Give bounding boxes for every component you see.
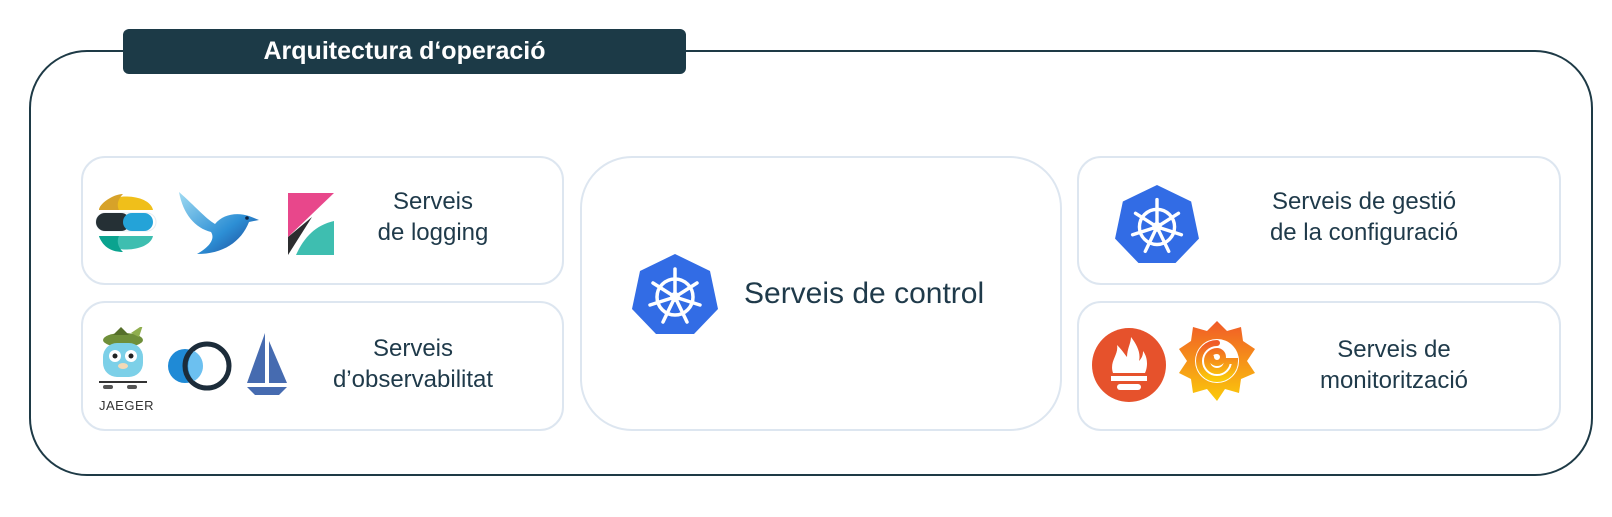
jaeger-wordmark: JAEGER <box>99 398 155 413</box>
configuration-services-label: Serveis de gestió de la configuració <box>1269 188 1459 246</box>
architecture-frame <box>29 50 1593 476</box>
control-services-card: Serveis de control <box>580 156 1062 431</box>
logging-services-card: Serveis de logging <box>81 156 564 285</box>
prometheus-icon <box>1092 328 1166 402</box>
observability-services-card: JAEGER Serveis d’observabilitat <box>81 301 564 431</box>
configuration-services-card: Serveis de gestió de la configuració <box>1077 156 1561 285</box>
observability-services-label: Serveis d’observabilitat <box>332 335 494 393</box>
kibana-icon <box>288 193 334 255</box>
grafana-icon <box>1179 321 1255 401</box>
kubernetes-icon <box>1115 184 1199 264</box>
monitoring-services-card: Serveis de monitorització <box>1077 301 1561 431</box>
fluentd-icon <box>179 192 259 254</box>
opentelemetry-icon <box>168 341 232 391</box>
istio-icon <box>247 333 287 395</box>
kubernetes-icon <box>632 254 718 334</box>
diagram-title: Arquitectura d‘operació <box>123 29 686 74</box>
control-services-label: Serveis de control <box>744 277 985 310</box>
jaeger-icon <box>99 327 147 389</box>
elasticsearch-icon <box>95 194 157 252</box>
logging-services-label: Serveis de logging <box>377 188 489 246</box>
monitoring-services-label: Serveis de monitorització <box>1319 336 1469 394</box>
